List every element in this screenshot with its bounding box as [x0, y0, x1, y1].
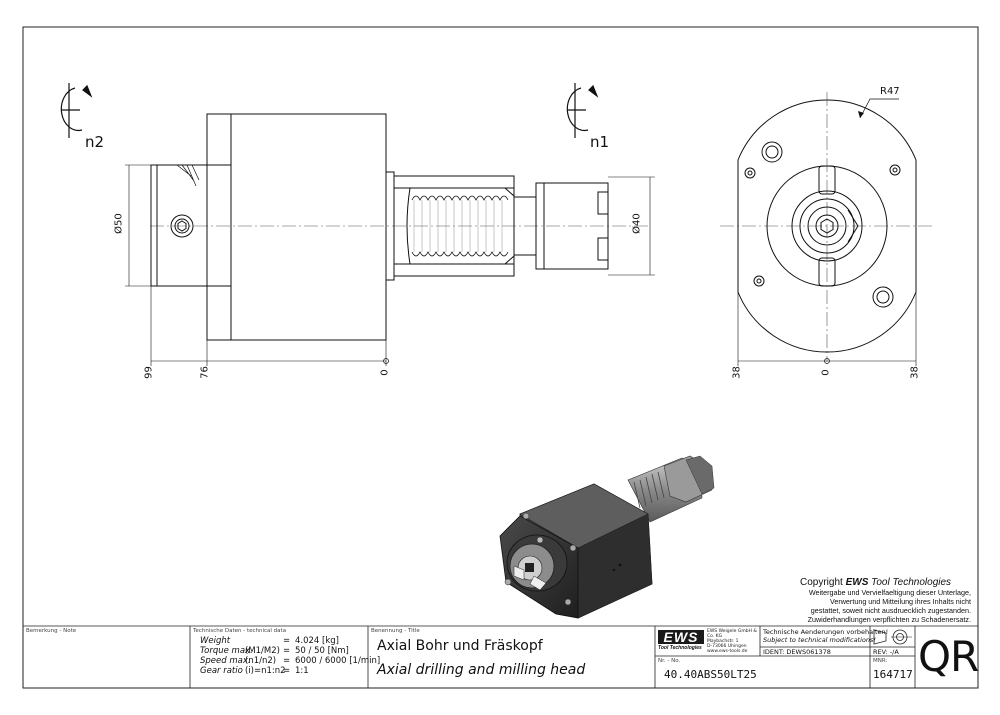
rev-value: -/A	[889, 648, 899, 656]
diameter-label-40: Ø40	[631, 213, 643, 234]
projection-symbol	[873, 629, 912, 645]
dimension-0-front: 0	[379, 369, 391, 376]
changes-notice: Technische Aenderungen vorbehalten! Subj…	[763, 628, 888, 644]
rotation-label-n1: n1	[590, 133, 610, 151]
dimension-38-left: 38	[731, 366, 743, 379]
copyright-heading: Copyright EWS Tool Technologies	[800, 577, 952, 588]
title-caption: Benennung - Title	[371, 628, 420, 634]
diameter-label-50: Ø50	[113, 213, 125, 234]
techdata-caption: Technische Daten - technical data	[193, 628, 287, 634]
techdata-row: Torque max.(M1/M2)=50 / 50 [Nm]	[200, 646, 349, 656]
mnr-label: MNR:	[873, 658, 888, 664]
number-caption: Nr. - No.	[658, 658, 681, 664]
dimension-76: 76	[199, 366, 211, 379]
rotation-symbol-n1	[566, 83, 599, 138]
logo-subtitle: Tool Technologies	[658, 645, 702, 651]
mnr-value: 164717	[873, 668, 913, 681]
ident-label: IDENT:	[763, 648, 785, 656]
title-english: Axial drilling and milling head	[377, 662, 586, 678]
isometric-view	[499, 455, 715, 619]
changes-german: Technische Aenderungen vorbehalten!	[763, 628, 889, 636]
title-german: Axial Bohr und Fräskopf	[377, 638, 543, 654]
qr-mark: QR	[918, 632, 979, 681]
radius-label: R47	[880, 86, 900, 97]
company-address: EWS Weigele GmbH & Co. KG Maybachstr. 1 …	[707, 629, 757, 654]
ews-logo: EWS	[658, 630, 704, 644]
dimension-38-right: 38	[909, 366, 921, 379]
front-view	[125, 113, 655, 366]
techdata-row: Weight=4.024 [kg]	[200, 636, 339, 646]
techdata-table: Weight=4.024 [kg] Torque max.(M1/M2)=50 …	[200, 636, 380, 676]
rotation-label-n2: n2	[85, 133, 105, 151]
changes-english: Subject to technical modifications!	[763, 636, 876, 644]
title-block-grid	[23, 625, 978, 688]
dimension-0-side: 0	[820, 369, 832, 376]
rev-field: REV: -/A	[873, 648, 899, 656]
part-number: 40.40ABS50LT25	[664, 668, 757, 681]
ident-value: DEWS061378	[786, 648, 831, 656]
dimension-99: 99	[143, 366, 155, 379]
side-view	[720, 92, 935, 366]
sheet-frame	[22, 26, 979, 689]
remark-caption: Bemerkung - Note	[26, 628, 77, 634]
techdata-row: Gear ratio(i)=n1:n2=1:1	[200, 666, 309, 676]
rev-label: REV:	[873, 648, 888, 656]
copyright-text: Weitergabe und Vervielfaeltigung dieser …	[807, 588, 971, 624]
techdata-row: Speed max.(n1/n2)=6000 / 6000 [1/min]	[200, 656, 381, 666]
rotation-symbol-n2	[60, 83, 93, 138]
copyright-notice: Copyright EWS Tool Technologies Weiterga…	[800, 577, 985, 624]
ident-field: IDENT: DEWS061378	[763, 648, 831, 656]
